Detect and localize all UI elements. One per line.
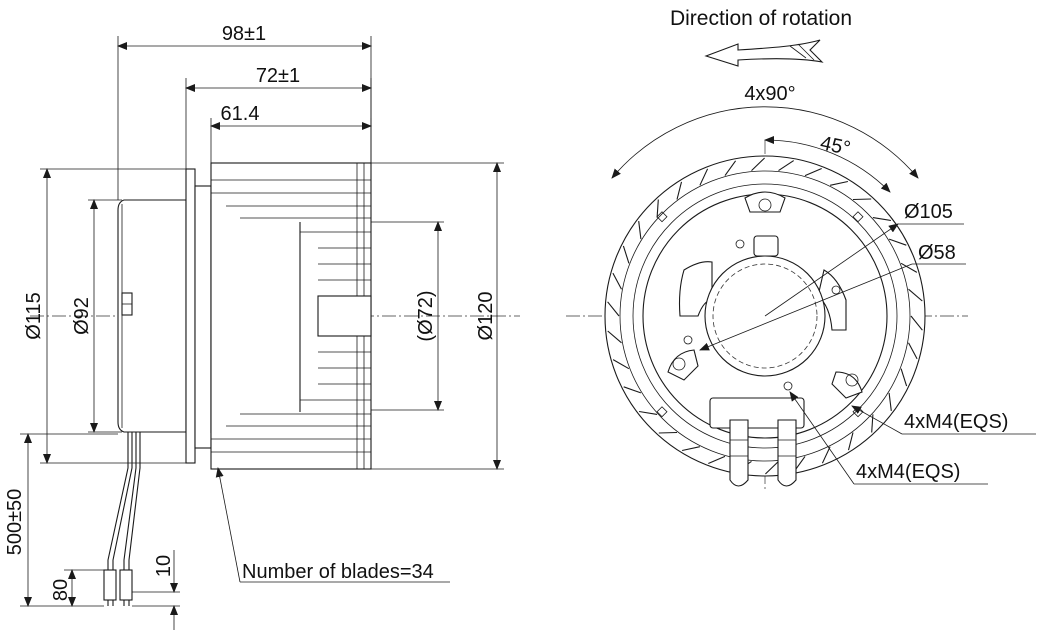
connector-block xyxy=(753,235,779,257)
flange-plate xyxy=(185,168,196,464)
impeller-blade xyxy=(910,315,923,331)
dim-angle-pattern-label: 4x90° xyxy=(744,83,795,105)
blades-note-leader xyxy=(215,467,450,583)
dim-motor-diameter-label: Ø92 xyxy=(71,297,93,335)
impeller-blade xyxy=(676,181,683,200)
dim-strip-10-label: 10 xyxy=(153,555,175,577)
dim-impeller-length xyxy=(210,118,372,163)
impeller-blades-top xyxy=(211,179,371,281)
impeller-blades-bottom xyxy=(211,351,371,453)
dim-angle-offset-label: 45° xyxy=(818,132,852,160)
impeller-blade xyxy=(765,461,779,475)
impeller-blade xyxy=(623,386,642,394)
impeller-blade xyxy=(872,217,891,222)
dim-flange-diameter xyxy=(40,168,186,464)
flange-step xyxy=(194,185,212,449)
dim-overall-length-label: 98±1 xyxy=(222,23,266,45)
impeller-blade xyxy=(847,432,854,451)
impeller-blade xyxy=(852,198,872,201)
screw-hole-c xyxy=(683,335,693,345)
impeller-blade xyxy=(888,392,892,411)
dim-hub-diameter-label: (Ø72) xyxy=(415,290,437,341)
dim-bolt-circle-leader xyxy=(764,223,964,317)
impeller-blade xyxy=(656,199,659,218)
dim-motor-diameter xyxy=(88,199,122,433)
thread-note-1-leader xyxy=(851,405,1036,435)
thread-note-1: 4xM4(EQS) xyxy=(904,411,1008,433)
impeller-blade xyxy=(622,245,630,264)
hub-inner-hidden xyxy=(712,263,818,369)
impeller-blade xyxy=(908,342,918,360)
dim-impeller-diameter xyxy=(371,162,504,470)
dim-housing-length-label: 72±1 xyxy=(256,65,300,87)
impeller-blade xyxy=(751,157,765,171)
dim-strip-10 xyxy=(132,550,180,630)
dim-housing-length xyxy=(185,78,372,169)
dim-inner-circle-label: Ø58 xyxy=(918,242,956,264)
impeller-blade xyxy=(638,221,642,240)
impeller-blade xyxy=(658,431,678,434)
impeller-blade xyxy=(900,368,908,387)
dim-strip-80-label: 80 xyxy=(50,579,72,601)
impeller-blade xyxy=(908,288,923,302)
dim-impeller-length-label: 61.4 xyxy=(221,103,260,125)
impeller-blade xyxy=(612,359,630,370)
impeller-blade xyxy=(708,455,726,465)
thread-note-2: 4xM4(EQS) xyxy=(856,461,960,483)
dim-cable-length-label: 500±50 xyxy=(4,489,26,556)
blades-note: Number of blades=34 xyxy=(242,561,434,583)
dim-flange-diameter-label: Ø115 xyxy=(23,292,45,339)
screw-hole-d xyxy=(783,381,793,391)
dim-hub-diameter xyxy=(371,221,444,411)
rotation-arrow-icon xyxy=(704,39,824,67)
impeller-rings xyxy=(317,163,372,469)
screw-hole-b xyxy=(831,285,841,295)
flange-lugs xyxy=(667,191,863,399)
dim-angle-offset-arc xyxy=(764,135,891,193)
dim-strip-80 xyxy=(64,569,104,607)
impeller-blade xyxy=(888,238,907,246)
impeller-blade xyxy=(607,330,622,344)
dim-cable-length xyxy=(20,433,118,607)
dim-bolt-circle-label: Ø105 xyxy=(904,201,953,223)
thread-note-2-leader xyxy=(789,391,988,485)
dim-impeller-diameter-label: Ø120 xyxy=(475,292,497,341)
side-view: 98±1 72±1 61.4 Ø115 Ø92 xyxy=(4,23,520,630)
impeller-blade xyxy=(639,410,658,415)
impeller-blade xyxy=(821,446,831,464)
motor-cables xyxy=(103,432,141,606)
rotation-title: Direction of rotation xyxy=(670,7,852,30)
impeller-blade xyxy=(612,272,622,290)
front-view: Direction of rotation xyxy=(566,7,1036,490)
impeller-blade xyxy=(681,446,701,452)
screw-hole-a xyxy=(735,239,745,249)
impeller-blade xyxy=(900,262,918,273)
cable-outlet xyxy=(709,397,805,487)
dim-inner-circle-leader xyxy=(699,263,966,351)
impeller-blade xyxy=(607,301,620,317)
motor-housing xyxy=(117,199,187,433)
